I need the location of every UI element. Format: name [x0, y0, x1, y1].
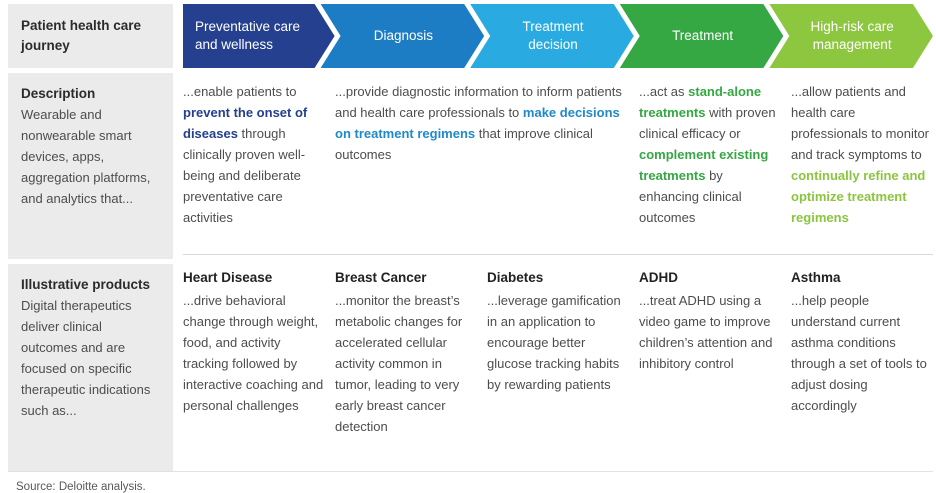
stage-descriptions-row: ...enable patients to prevent the onset … — [183, 68, 933, 254]
stage-arrow-treatment-decision: Treatment decision — [470, 4, 634, 68]
figure-bottom-rule — [8, 471, 933, 472]
products-label-body: Digital therapeutics deliver clinical ou… — [21, 298, 151, 419]
stage-arrow-preventative-care: Preventative care and wellness — [183, 4, 335, 68]
journey-stage-arrows: Preventative care and wellness Diagnosis… — [183, 4, 933, 68]
stage-label: Treatment — [672, 27, 734, 43]
source-note: Source: Deloitte analysis. — [16, 481, 146, 493]
product-body: ...leverage gamification in an applicati… — [487, 292, 621, 393]
product-diabetes: Diabetes ...leverage gamification in an … — [487, 267, 629, 462]
products-label-cell: Illustrative products Digital therapeuti… — [8, 264, 173, 471]
stage-arrow-diagnosis: Diagnosis — [321, 4, 485, 68]
journey-label: Patient health care journey — [21, 18, 142, 54]
illustrative-products-row: Heart Disease ...drive behavioral change… — [183, 255, 933, 462]
product-title: Diabetes — [487, 270, 544, 285]
stage-arrow-high-risk-care: High-risk care management — [769, 4, 933, 68]
journey-label-cell: Patient health care journey — [8, 4, 173, 68]
description-high-risk-care: ...allow patients and health care profes… — [791, 84, 930, 226]
description-label: Description — [21, 86, 96, 101]
stage-arrow-treatment: Treatment — [620, 4, 784, 68]
row-label-column: Patient health care journey Description … — [8, 4, 173, 471]
product-body: ...treat ADHD using a video game to impr… — [639, 292, 773, 371]
product-title: Breast Cancer — [335, 270, 427, 285]
product-title: Heart Disease — [183, 270, 273, 285]
figure-layout: Patient health care journey Description … — [8, 4, 933, 471]
product-title: ADHD — [639, 270, 678, 285]
stage-label: High-risk care management — [810, 18, 894, 52]
description-diagnosis-treatment-decision: ...provide diagnostic information to inf… — [335, 84, 622, 163]
row-divider — [183, 254, 933, 255]
product-asthma: Asthma ...help people understand current… — [791, 267, 933, 462]
stage-label: Preventative care and wellness — [195, 18, 301, 52]
products-label: Illustrative products — [21, 277, 151, 292]
description-label-body: Wearable and nonwearable smart devices, … — [21, 107, 151, 207]
product-title: Asthma — [791, 270, 841, 285]
description-label-cell: Description Wearable and nonwearable sma… — [8, 73, 173, 259]
product-adhd: ADHD ...treat ADHD using a video game to… — [639, 267, 781, 462]
product-body: ...help people understand current asthma… — [791, 292, 927, 414]
product-body: ...monitor the breast’s metabolic change… — [335, 292, 463, 435]
product-breast-cancer: Breast Cancer ...monitor the breast’s me… — [335, 267, 477, 462]
stage-label: Treatment decision — [522, 18, 584, 52]
journey-content: Preventative care and wellness Diagnosis… — [183, 4, 933, 471]
description-treatment: ...act as stand-alone treatments with pr… — [639, 84, 776, 226]
description-preventative-care: ...enable patients to prevent the onset … — [183, 84, 308, 226]
product-heart-disease: Heart Disease ...drive behavioral change… — [183, 267, 325, 462]
stage-label: Diagnosis — [373, 27, 434, 43]
product-body: ...drive behavioral change through weigh… — [183, 292, 324, 414]
